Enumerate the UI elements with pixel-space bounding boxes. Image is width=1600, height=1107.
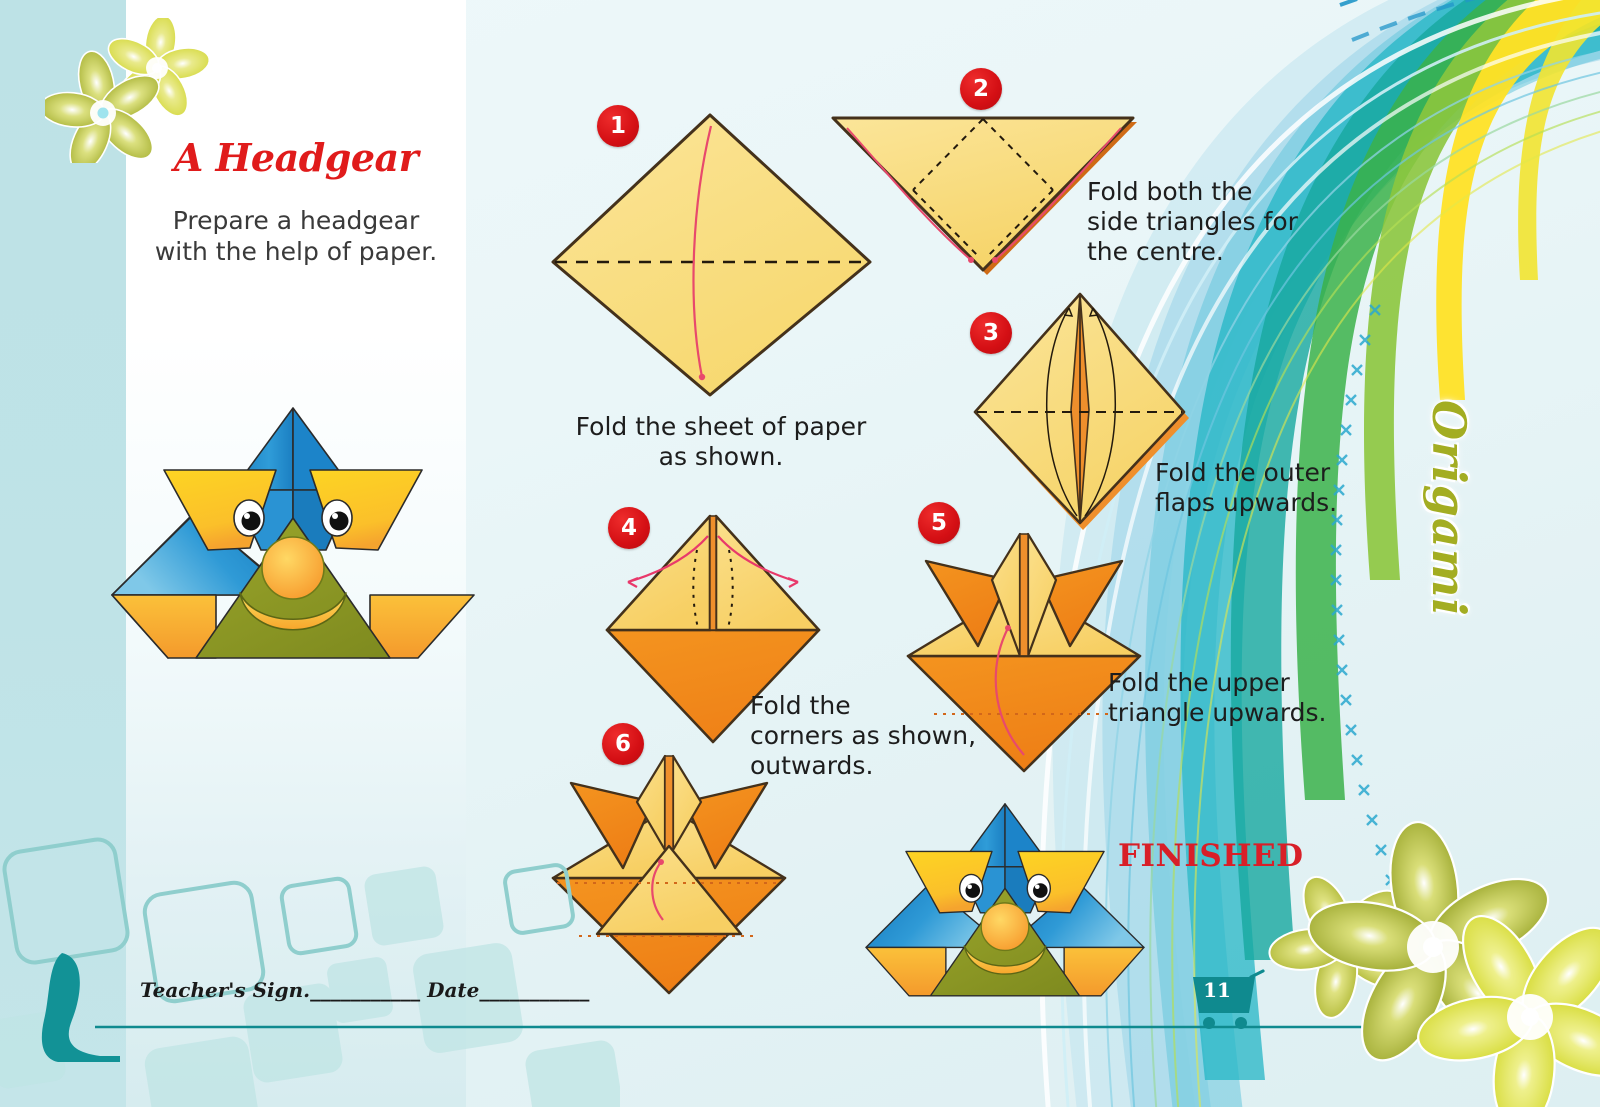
finished-headgear-illustration-main bbox=[865, 803, 1145, 997]
flower-decoration-top-left bbox=[45, 18, 211, 163]
step-3-diagram bbox=[973, 292, 1189, 530]
step-2-caption: Fold both the side triangles for the cen… bbox=[1087, 177, 1298, 266]
step-badge-3: 3 bbox=[970, 312, 1012, 354]
flower-decoration-bottom-right bbox=[1268, 820, 1600, 1107]
page-number: 11 bbox=[1203, 978, 1231, 1002]
step-badge-4: 4 bbox=[608, 507, 650, 549]
decorative-squares-bottom-left bbox=[0, 837, 620, 1107]
step-1-caption: Fold the sheet of paper as shown. bbox=[575, 412, 867, 471]
teacher-sign-label: Teacher's Sign. bbox=[140, 978, 311, 1002]
finished-headgear-illustration-left bbox=[111, 407, 475, 659]
step-badge-6: 6 bbox=[602, 723, 644, 765]
step-6-diagram bbox=[551, 754, 787, 995]
step-badge-2: 2 bbox=[960, 68, 1002, 110]
step-1-diagram bbox=[551, 113, 872, 397]
step-badge-1: 1 bbox=[597, 105, 639, 147]
page-number-cart-icon bbox=[1193, 969, 1265, 1029]
date-label: Date bbox=[427, 978, 480, 1002]
left-color-band bbox=[0, 0, 126, 1107]
step-4-diagram bbox=[605, 514, 821, 744]
teacher-sign-blank[interactable]: ___________ bbox=[310, 978, 421, 1002]
step-4-caption: Fold the corners as shown, outwards. bbox=[750, 691, 977, 780]
step-2-diagram bbox=[831, 116, 1137, 275]
step-3-caption: Fold the outer flaps upwards. bbox=[1155, 458, 1338, 517]
date-blank[interactable]: ___________ bbox=[479, 978, 590, 1002]
section-label-origami: Origami bbox=[1422, 400, 1476, 617]
step-5-diagram bbox=[906, 532, 1142, 773]
step-5-caption: Fold the upper triangle upwards. bbox=[1108, 668, 1327, 727]
finished-label: FINISHED bbox=[1118, 838, 1304, 874]
step-badge-5: 5 bbox=[918, 502, 960, 544]
page-title: A Headgear bbox=[173, 135, 419, 180]
page-subtitle: Prepare a headgear with the help of pape… bbox=[154, 206, 438, 266]
decorative-swoosh-background bbox=[1040, 0, 1600, 1107]
teacher-sign-footer: Teacher's Sign.___________ Date_________… bbox=[140, 978, 589, 1002]
